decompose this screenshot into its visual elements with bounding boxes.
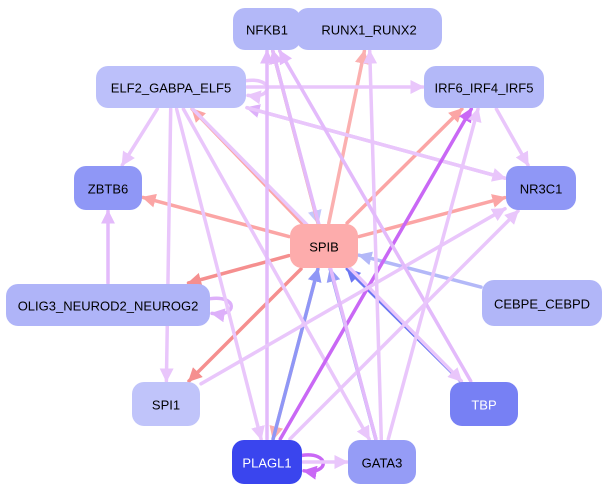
node-label: GATA3 <box>362 456 403 471</box>
node-irf6_irf4_irf5[interactable]: IRF6_IRF4_IRF5 <box>424 66 544 108</box>
node-box[interactable] <box>450 382 518 426</box>
edge-elf2_gabpa_elf5-to-gata3 <box>181 107 371 441</box>
edge-spib-to-zbtb6 <box>141 193 291 239</box>
node-box[interactable] <box>424 66 544 108</box>
node-box[interactable] <box>506 166 576 210</box>
node-zbtb6[interactable]: ZBTB6 <box>74 166 142 210</box>
node-plagl1[interactable]: PLAGL1 <box>232 440 302 484</box>
edge-cebpe_cebpd-to-spib <box>357 251 483 289</box>
edge-tbp-to-nfkb1 <box>277 49 473 383</box>
node-nr3c1[interactable]: NR3C1 <box>506 166 576 210</box>
edge-elf2_gabpa_elf5-to-spi1 <box>159 107 174 383</box>
node-label: CEBPE_CEBPD <box>494 297 590 312</box>
edge-spib-to-runx1_runx2 <box>327 49 369 225</box>
node-box[interactable] <box>296 8 442 50</box>
node-box[interactable] <box>348 440 416 484</box>
node-olig3_neurod2_neurog2[interactable]: OLIG3_NEUROD2_NEUROG2 <box>6 284 210 326</box>
node-label: SPI1 <box>152 398 180 413</box>
node-label: PLAGL1 <box>242 456 291 471</box>
node-box[interactable] <box>6 284 210 326</box>
edge-spib-to-nr3c1 <box>357 194 507 239</box>
node-label: NR3C1 <box>520 182 563 197</box>
node-runx1_runx2[interactable]: RUNX1_RUNX2 <box>296 8 442 50</box>
node-gata3[interactable]: GATA3 <box>348 440 416 484</box>
edge-spi1-to-nr3c1 <box>199 206 507 386</box>
node-spi1[interactable]: SPI1 <box>132 382 200 426</box>
edge-gata3-to-irf6_irf4_irf5 <box>386 107 482 441</box>
edge-spib-to-olig3_neurod2_neurog2 <box>186 253 291 287</box>
node-cebpe_cebpd[interactable]: CEBPE_CEBPD <box>482 280 602 326</box>
node-box[interactable] <box>74 166 142 210</box>
edge-gata3-to-runx1_runx2 <box>363 49 384 441</box>
node-box[interactable] <box>290 224 358 268</box>
node-box[interactable] <box>96 66 246 108</box>
node-box[interactable] <box>482 280 602 326</box>
node-label: OLIG3_NEUROD2_NEUROG2 <box>18 299 199 314</box>
edge-elf2_gabpa_elf5-to-plagl1 <box>174 107 265 441</box>
node-nfkb1[interactable]: NFKB1 <box>233 8 301 50</box>
node-label: IRF6_IRF4_IRF5 <box>435 81 534 96</box>
node-label: ZBTB6 <box>88 182 128 197</box>
edge-irf6_irf4_irf5-to-nr3c1 <box>494 107 530 167</box>
node-box[interactable] <box>132 382 200 426</box>
node-label: NFKB1 <box>246 23 288 38</box>
node-box[interactable] <box>232 440 302 484</box>
node-elf2_gabpa_elf5[interactable]: ELF2_GABPA_ELF5 <box>96 66 246 108</box>
node-box[interactable] <box>233 8 301 50</box>
node-label: SPIB <box>309 240 339 255</box>
edge-elf2_gabpa_elf5-to-zbtb6 <box>120 107 160 167</box>
edge-spib-to-irf6_irf4_irf5 <box>345 107 464 225</box>
edges-layer <box>101 17 530 480</box>
edge-olig3_neurod2_neurog2-to-olig3_neurod2_neurog2 <box>208 296 233 323</box>
edge-plagl1-to-spib <box>271 267 322 441</box>
node-label: ELF2_GABPA_ELF5 <box>111 81 231 96</box>
node-tbp[interactable]: TBP <box>450 382 518 426</box>
node-label: RUNX1_RUNX2 <box>321 23 416 38</box>
node-label: TBP <box>471 398 496 413</box>
node-spib[interactable]: SPIB <box>290 224 358 268</box>
edge-plagl1-to-nr3c1 <box>288 209 520 441</box>
